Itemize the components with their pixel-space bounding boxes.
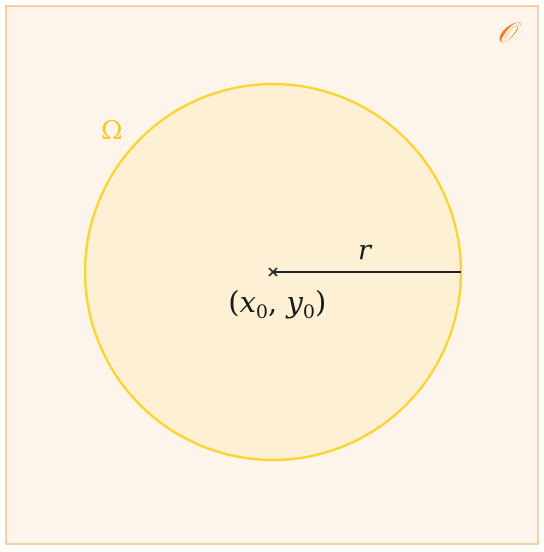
- center-marker: [268, 267, 278, 277]
- center-label-close-paren: ): [315, 285, 326, 319]
- center-label-x: x: [240, 285, 256, 319]
- center-label-x-sub: 0: [256, 301, 268, 323]
- center-label-comma: ,: [268, 285, 286, 319]
- center-label-y: y: [284, 285, 303, 319]
- center-marker-stroke-b: [268, 267, 278, 277]
- radius-label: r: [358, 235, 373, 266]
- outer-set-border: [5, 5, 539, 545]
- region-label: Ω: [101, 116, 123, 146]
- center-label: (x0, y0): [192, 285, 348, 323]
- center-label-open-paren: (: [228, 285, 239, 319]
- center-label-y-sub: 0: [303, 301, 315, 323]
